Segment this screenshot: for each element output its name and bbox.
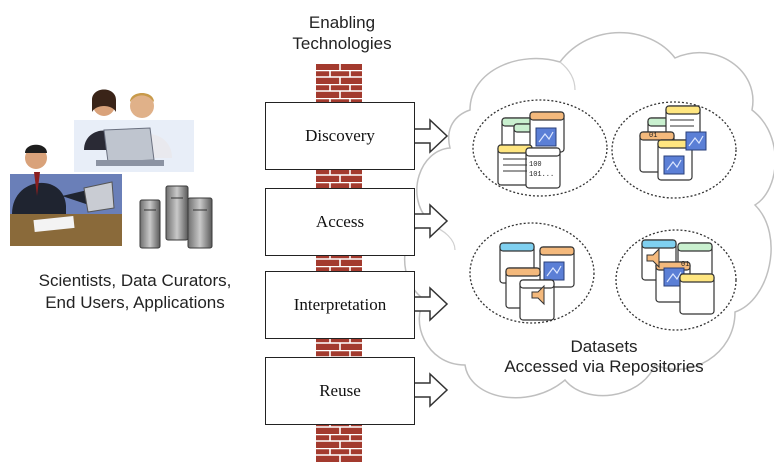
users-illustration — [10, 89, 213, 249]
users-caption-line2: End Users, Applications — [45, 293, 225, 312]
interpretation-label: Interpretation — [293, 295, 387, 314]
svg-text:100: 100 — [529, 161, 542, 169]
repository-top-right: 01 — [611, 101, 737, 199]
datasets-caption-line1: Datasets — [570, 337, 638, 356]
enabling-title-line2: Technologies — [292, 34, 392, 53]
repository-top-left: 100 101... — [472, 99, 608, 197]
arrow-interpretation — [415, 286, 449, 322]
svg-text:01: 01 — [681, 261, 689, 269]
access-box[interactable]: Access — [265, 188, 415, 256]
reuse-label: Reuse — [319, 381, 361, 400]
datasets-caption: Datasets Accessed via Repositories — [484, 337, 724, 377]
svg-text:101...: 101... — [529, 171, 554, 179]
svg-text:01: 01 — [649, 132, 657, 140]
users-caption: Scientists, Data Curators, End Users, Ap… — [4, 270, 266, 314]
repository-bottom-left — [469, 222, 595, 324]
enabling-title-line1: Enabling — [308, 13, 376, 32]
datasets-caption-line2: Accessed via Repositories — [504, 357, 704, 376]
arrow-access — [415, 203, 449, 239]
brick-wall — [316, 64, 362, 463]
arrow-reuse — [415, 372, 449, 408]
arrow-discovery — [415, 118, 449, 154]
interpretation-box[interactable]: Interpretation — [265, 271, 415, 339]
reuse-box[interactable]: Reuse — [265, 357, 415, 425]
discovery-box[interactable]: Discovery — [265, 102, 415, 170]
discovery-label: Discovery — [305, 126, 375, 145]
users-caption-line1: Scientists, Data Curators, — [38, 271, 232, 290]
repository-bottom-right: 01 — [615, 229, 737, 331]
access-label: Access — [315, 212, 365, 231]
enabling-technologies-title: Enabling Technologies — [262, 12, 422, 54]
